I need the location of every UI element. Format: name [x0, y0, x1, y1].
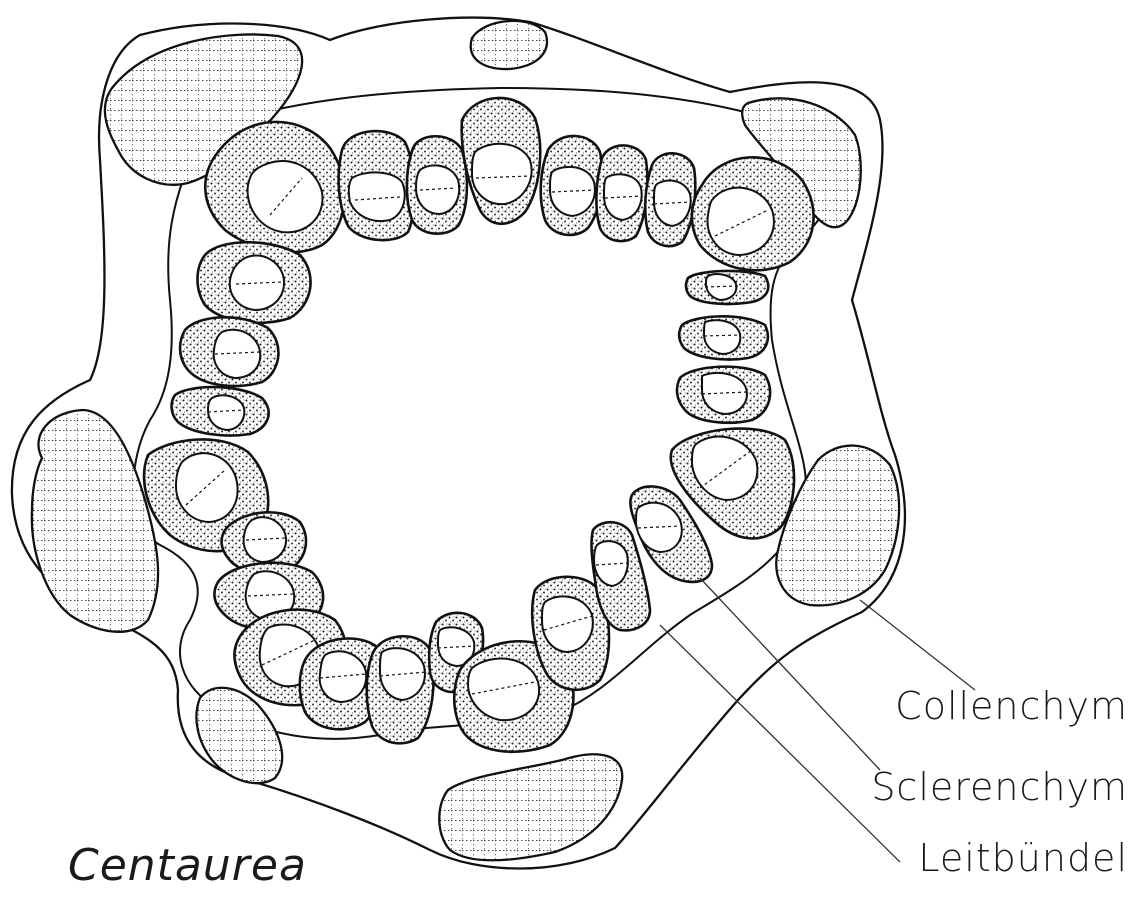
vascular-bundle [541, 136, 603, 235]
vascular-bundle [339, 131, 415, 240]
vascular-bundle [645, 153, 695, 246]
vascular-bundle [198, 242, 311, 323]
vascular-bundle [596, 145, 647, 241]
leader-line-collenchym [860, 600, 975, 690]
vascular-bundle [172, 387, 269, 435]
vascular-bundle [367, 636, 434, 743]
vascular-bundle [180, 317, 278, 386]
label-sclerenchym: Sclerenchym [871, 765, 1128, 809]
vascular-bundle [686, 271, 768, 304]
vascular-bundle [692, 157, 814, 270]
vascular-bundle [407, 136, 467, 233]
vascular-bundle [677, 367, 770, 423]
label-taxon: Centaurea [68, 840, 307, 891]
label-collenchym: Collenchym [895, 684, 1128, 728]
collenchym-strand [471, 21, 547, 69]
label-leitbuendel: Leitbündel [918, 836, 1128, 880]
vascular-bundle [679, 316, 768, 359]
